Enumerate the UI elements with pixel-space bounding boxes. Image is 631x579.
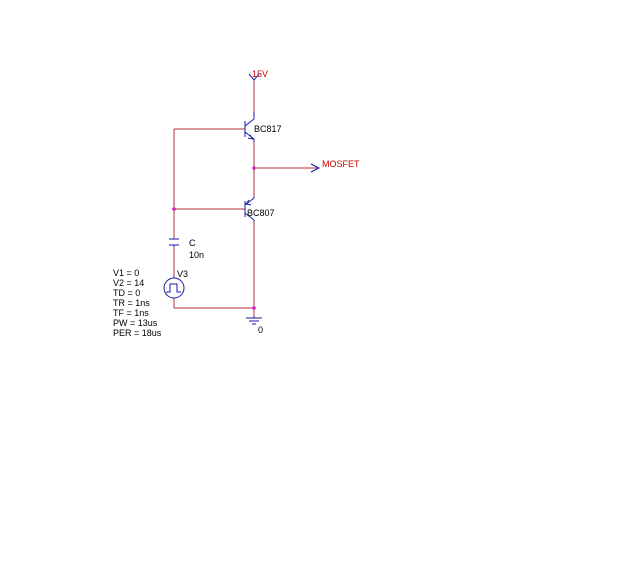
output-label: MOSFET: [322, 159, 360, 169]
source-ref: V3: [177, 269, 188, 279]
output-mosfet: MOSFET: [310, 159, 360, 173]
ground-label: 0: [258, 325, 263, 335]
bc807-label: BC807: [247, 208, 275, 218]
capacitor-ref: C: [189, 238, 196, 248]
source-param-tr: TR = 1ns: [113, 298, 150, 308]
source-param-td: TD = 0: [113, 288, 140, 298]
source-param-tf: TF = 1ns: [113, 308, 149, 318]
supply-label: 15V: [252, 69, 268, 79]
junction-dot: [252, 306, 256, 310]
ground-symbol: 0: [246, 316, 263, 335]
capacitor-value: 10n: [189, 250, 204, 260]
wires: [173, 128, 318, 316]
source-params: V1 = 0 V2 = 14 TD = 0 TR = 1ns TF = 1ns …: [113, 268, 162, 338]
source-param-pw: PW = 13us: [113, 318, 158, 328]
source-param-v2: V2 = 14: [113, 278, 144, 288]
supply-15v: 15V: [248, 69, 268, 112]
transistor-bc807: BC807: [244, 196, 275, 222]
junction-dot: [172, 207, 176, 211]
pulse-source-v3: V3: [163, 269, 188, 299]
junctions: [172, 166, 256, 310]
junction-dot: [252, 166, 256, 170]
source-param-v1: V1 = 0: [113, 268, 139, 278]
transistor-bc817: BC817: [244, 112, 282, 142]
capacitor-c: C 10n: [169, 238, 204, 260]
source-param-per: PER = 18us: [113, 328, 162, 338]
bc817-label: BC817: [254, 124, 282, 134]
